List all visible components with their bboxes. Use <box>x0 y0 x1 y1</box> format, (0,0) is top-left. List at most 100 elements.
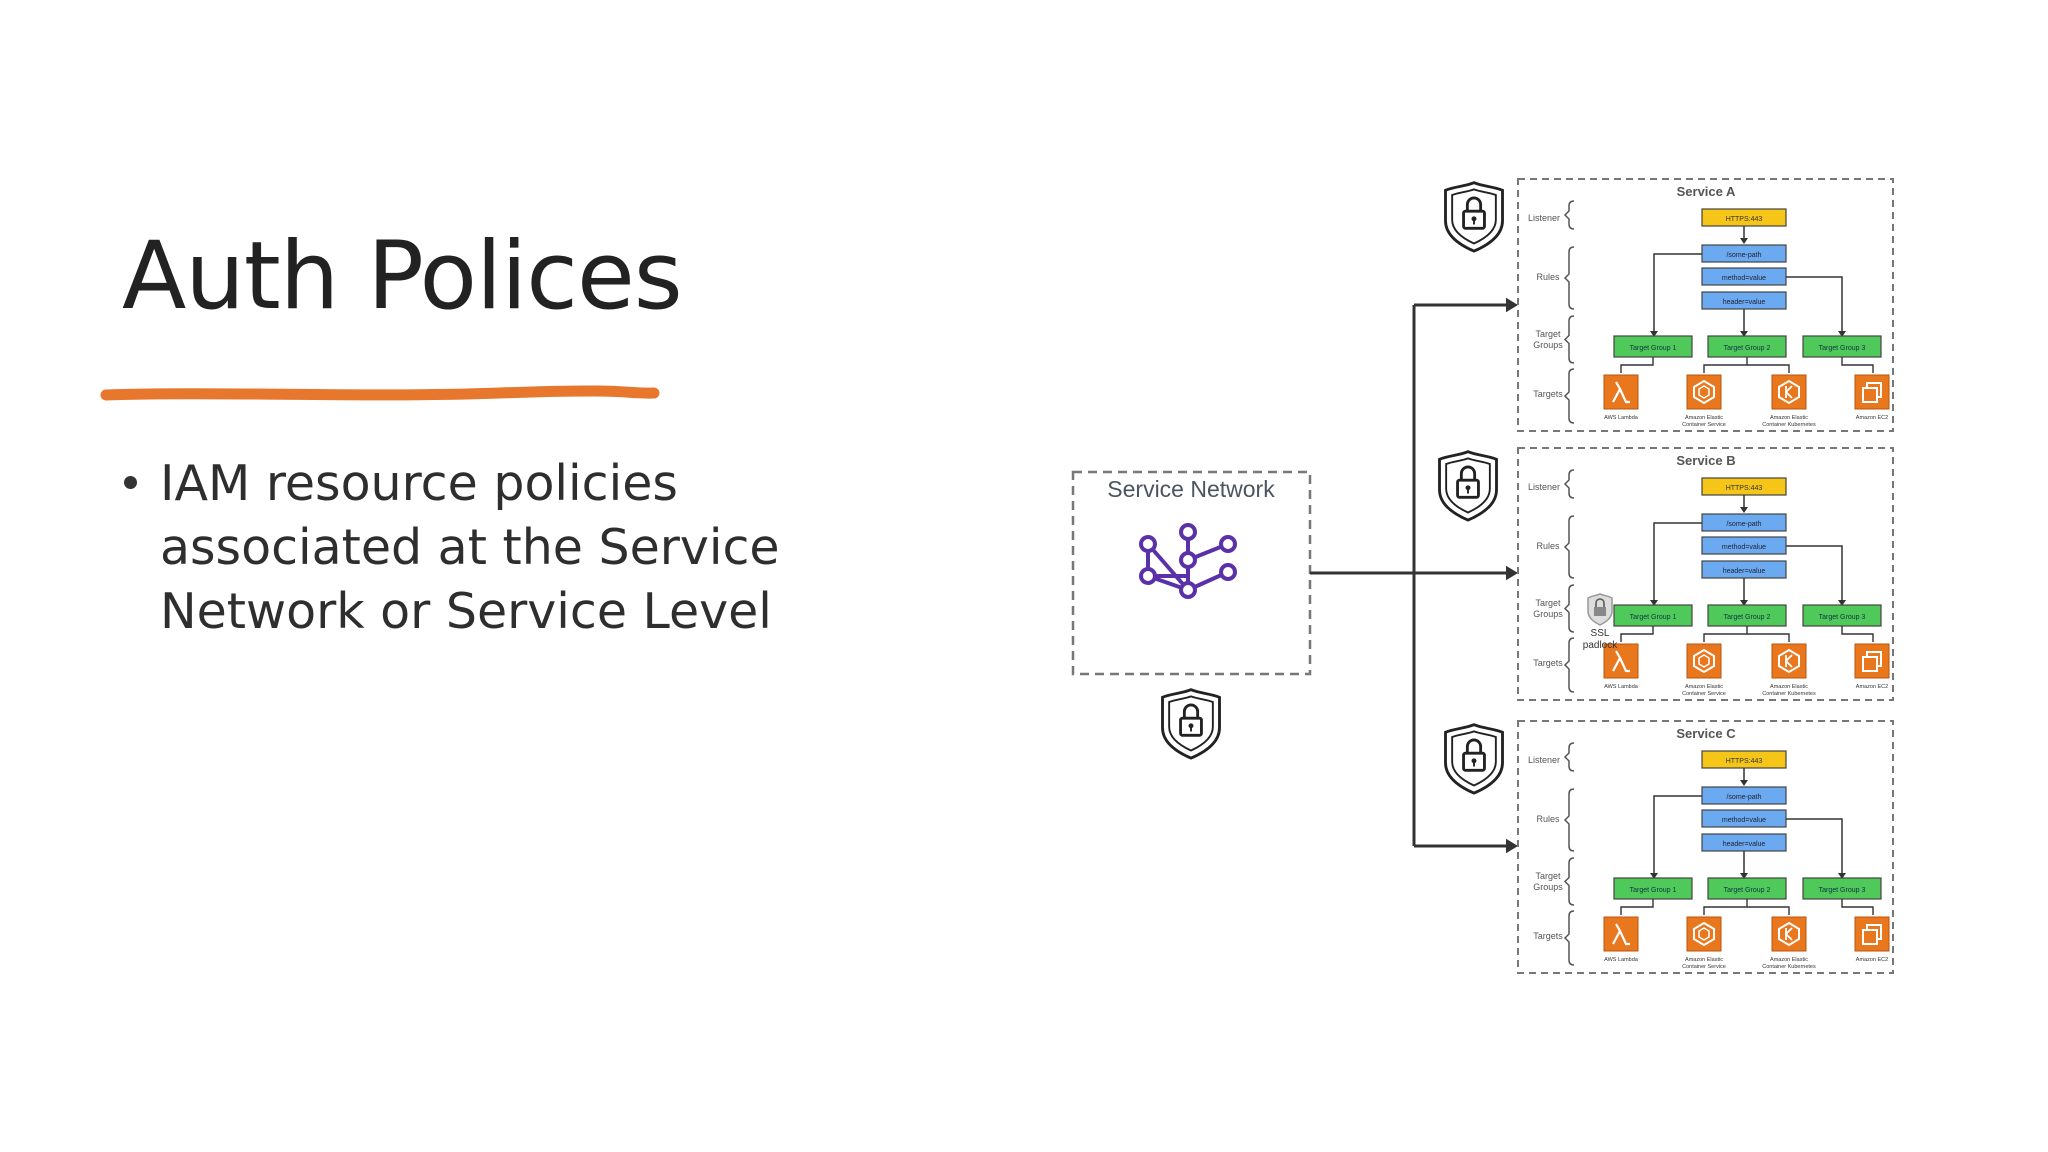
flow-line <box>1653 253 1702 332</box>
target-label: Container Service <box>1682 422 1726 428</box>
rule-label: header=value <box>1723 568 1766 575</box>
flow-line <box>1653 522 1702 601</box>
row-label-rules: Rules <box>1536 541 1560 551</box>
target-group-label: Target Group 3 <box>1819 345 1866 352</box>
row-label-rules: Rules <box>1536 814 1560 824</box>
rule-label: header=value <box>1723 841 1766 848</box>
hex-glyph <box>1693 648 1715 674</box>
flow-arrow <box>1650 873 1658 879</box>
flow-arrow <box>1650 600 1658 606</box>
flow-arrow <box>1740 507 1748 513</box>
graph-node <box>1219 535 1237 553</box>
flow-arrow <box>1838 331 1846 337</box>
ecs-icon <box>1686 643 1722 679</box>
row-label-groups: Groups <box>1533 340 1563 350</box>
target-group-label: Target Group 3 <box>1819 887 1866 894</box>
ssl-label: padlock <box>1583 640 1618 651</box>
row-brace <box>1563 857 1575 906</box>
service-network-box <box>1071 470 1312 676</box>
target-group-label: Target Group 2 <box>1724 345 1771 352</box>
shield-lock-icon <box>1438 450 1498 522</box>
graph-node <box>1179 551 1197 569</box>
keyhole <box>1471 216 1477 222</box>
row-brace <box>1563 910 1575 966</box>
k-glyph <box>1785 654 1793 668</box>
ec2-icon <box>1854 916 1890 952</box>
shield-lock-icon <box>1444 723 1504 795</box>
k-glyph <box>1785 927 1793 941</box>
row-label-target: Target <box>1535 871 1561 881</box>
row-brace <box>1563 200 1575 230</box>
shield-inner <box>1451 730 1497 787</box>
shield-inner <box>1445 457 1491 514</box>
service-panel-c: Service CListenerRulesTargetGroupsTarget… <box>1517 720 1894 974</box>
flow-line <box>1620 899 1654 915</box>
flow-line <box>1703 357 1748 373</box>
bullet-line: associated at the Service <box>160 519 780 576</box>
bullet-line: IAM resource policies <box>160 455 678 512</box>
shield-lock-icon <box>1444 181 1504 253</box>
rule-label: method=value <box>1722 275 1766 282</box>
flow-arrow <box>1740 873 1748 879</box>
target-label: Amazon Elastic <box>1770 957 1808 963</box>
service-panel-b: Service BListenerRulesTargetGroupsTarget… <box>1517 447 1894 701</box>
lambda-icon <box>1603 374 1639 410</box>
bullet-point <box>124 476 137 489</box>
ec2-icon <box>1854 643 1890 679</box>
graph-node <box>1139 567 1157 585</box>
graph-node <box>1179 581 1197 599</box>
row-label-targets: Targets <box>1533 658 1563 668</box>
flow-line <box>1653 795 1702 874</box>
service-name: Service C <box>1676 726 1736 741</box>
target-label: Amazon EC2 <box>1856 684 1888 690</box>
rule-label: /some-path <box>1726 794 1761 801</box>
target-group-label: Target Group 3 <box>1819 614 1866 621</box>
lock-shackle <box>1182 703 1200 719</box>
target-label: Amazon Elastic <box>1770 684 1808 690</box>
rule-label: method=value <box>1722 544 1766 551</box>
keyhole <box>1471 758 1477 764</box>
service-network-icon <box>1139 523 1237 599</box>
rule-label: method=value <box>1722 817 1766 824</box>
connector-arrow <box>1506 565 1518 581</box>
graph-node <box>1179 523 1197 541</box>
ssl-padlock-icon <box>1587 593 1613 626</box>
hex-glyph-inner <box>1698 654 1710 668</box>
shield-inner <box>1451 188 1497 245</box>
square-glyph <box>1862 656 1878 672</box>
bullet-list: IAM resource policies associated at the … <box>118 452 818 644</box>
flow-line <box>1786 818 1843 874</box>
flow-line <box>1620 626 1654 642</box>
target-label: Container Kubernetes <box>1762 964 1816 970</box>
hex-glyph <box>1778 648 1800 674</box>
target-label: Amazon Elastic <box>1685 957 1723 963</box>
square-glyph <box>1862 929 1878 945</box>
hex-glyph-inner <box>1698 927 1710 941</box>
lock-shackle <box>1465 196 1483 212</box>
row-brace <box>1563 246 1575 310</box>
flow-arrow <box>1838 873 1846 879</box>
target-label: Container Kubernetes <box>1762 691 1816 697</box>
target-group-label: Target Group 1 <box>1630 345 1677 352</box>
target-label: Amazon Elastic <box>1770 415 1808 421</box>
target-label: Container Kubernetes <box>1762 422 1816 428</box>
flow-line <box>1747 906 1790 915</box>
keyhole <box>1465 485 1471 491</box>
target-group-label: Target Group 1 <box>1630 614 1677 621</box>
service-panel-a: Service AListenerRulesTargetGroupsTarget… <box>1517 178 1894 432</box>
target-label: AWS Lambda <box>1604 957 1639 963</box>
service-name: Service A <box>1677 184 1736 199</box>
service-name: Service B <box>1676 453 1735 468</box>
connector-arrow <box>1506 297 1518 313</box>
row-label-groups: Groups <box>1533 609 1563 619</box>
target-label: AWS Lambda <box>1604 415 1639 421</box>
flow-line <box>1841 899 1874 915</box>
hex-glyph <box>1778 921 1800 947</box>
row-brace <box>1563 315 1575 364</box>
listener-label: HTTPS:443 <box>1726 485 1763 492</box>
target-label: Amazon EC2 <box>1856 957 1888 963</box>
rule-label: header=value <box>1723 299 1766 306</box>
row-brace <box>1563 515 1575 579</box>
row-brace <box>1563 637 1575 693</box>
